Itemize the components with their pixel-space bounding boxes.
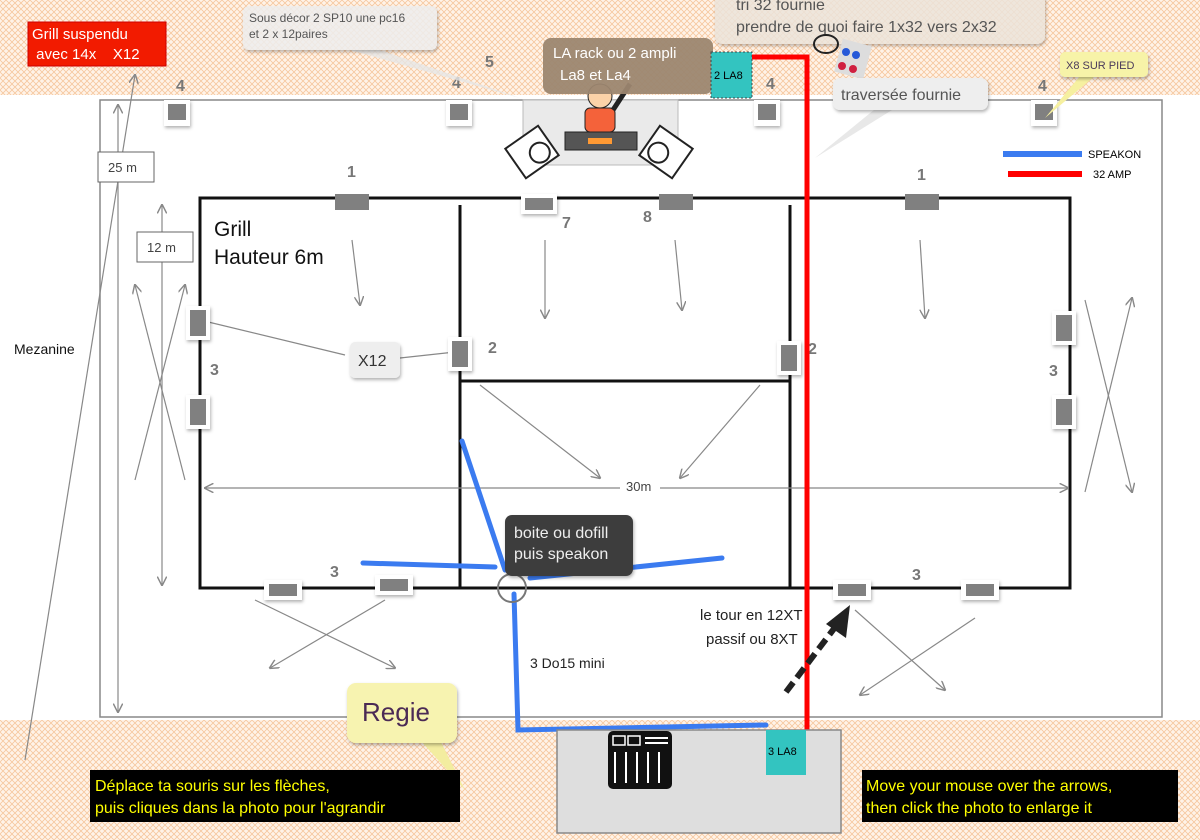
do15-label: 3 Do15 mini xyxy=(530,655,605,671)
grill-suspended-badge xyxy=(27,21,167,67)
dj-booth xyxy=(503,82,695,180)
speaker-2 xyxy=(777,341,801,375)
grill-suspended-line1: Grill suspendu xyxy=(32,26,128,43)
mezzanine-label: Mezanine xyxy=(14,341,75,357)
sous-decor-line1: Sous décor 2 SP10 une pc16 xyxy=(249,11,405,25)
amp-2-la8 xyxy=(710,51,753,99)
label-2: 2 xyxy=(488,340,497,357)
instructions-en-line2: then click the photo to enlarge it xyxy=(866,800,1092,817)
tour-line2: passif ou 8XT xyxy=(706,631,798,648)
legend-speakon: SPEAKON xyxy=(1088,149,1141,161)
label-3: 3 xyxy=(1049,363,1058,380)
traversee-label: traversée fournie xyxy=(841,87,961,104)
power-distribution-icon xyxy=(813,34,872,80)
speaker-1 xyxy=(905,194,939,210)
label-5: 5 xyxy=(485,54,494,71)
speaker-3 xyxy=(264,580,302,600)
grill-height: Hauteur 6m xyxy=(214,246,324,269)
speaker-3 xyxy=(186,395,210,429)
grill-frame xyxy=(198,196,1072,590)
legend: SPEAKON 32 AMP xyxy=(1003,149,1141,181)
speaker-8 xyxy=(659,194,693,210)
x12-label: X12 xyxy=(358,353,387,370)
instructions-en-line1: Move your mouse over the arrows, xyxy=(866,778,1112,795)
sous-decor-line2: et 2 x 12paires xyxy=(249,27,328,41)
label-3: 3 xyxy=(330,564,339,581)
regie-label: Regie xyxy=(362,697,430,727)
label-4: 4 xyxy=(452,75,461,92)
label-1: 1 xyxy=(917,167,926,184)
label-2: 2 xyxy=(808,341,817,358)
amp-3-la8-label: 3 LA8 xyxy=(768,746,797,758)
legend-32amp: 32 AMP xyxy=(1093,169,1132,181)
speaker-3 xyxy=(1052,311,1076,345)
coverage-arrows xyxy=(135,239,1132,695)
boite-line2: puis speakon xyxy=(514,546,608,563)
label-7: 7 xyxy=(562,215,571,232)
speaker-4 xyxy=(446,100,472,126)
label-3: 3 xyxy=(210,362,219,379)
speaker-1 xyxy=(335,194,369,210)
speaker-2 xyxy=(448,337,472,371)
speaker-3 xyxy=(186,306,210,340)
grill-title: Grill xyxy=(214,218,251,241)
instructions-fr-line2: puis cliques dans la photo pour l'agrand… xyxy=(95,800,386,817)
amp-2-la8-label: 2 LA8 xyxy=(714,70,743,82)
tri32-line1: tri 32 fournie xyxy=(736,0,825,14)
la-rack-line1: LA rack ou 2 ampli xyxy=(553,45,676,62)
speakers xyxy=(164,100,1076,600)
mixer-icon xyxy=(608,731,672,789)
speaker-7 xyxy=(521,194,557,214)
cable-32amp xyxy=(752,54,810,730)
dim-12m: 12 m xyxy=(147,240,176,255)
speaker-4 xyxy=(164,100,190,126)
speaker-4 xyxy=(1031,100,1057,126)
speaker-3 xyxy=(375,575,413,595)
label-4: 4 xyxy=(176,78,185,95)
dashed-arrow-head xyxy=(826,605,850,638)
dashed-arrow xyxy=(783,624,839,694)
dim-25m: 25 m xyxy=(108,160,137,175)
label-8: 8 xyxy=(643,209,652,226)
la-rack-line2: La8 et La4 xyxy=(560,67,631,84)
tri32-line2: prendre de quoi faire 1x32 vers 2x32 xyxy=(736,19,997,36)
label-4: 4 xyxy=(1038,78,1047,95)
room-outline xyxy=(99,99,1163,718)
tour-line1: le tour en 12XT xyxy=(700,607,803,624)
speaker-3 xyxy=(833,580,871,600)
grill-suspended-line2: avec 14x X12 xyxy=(32,46,140,63)
label-1: 1 xyxy=(347,164,356,181)
label-4: 4 xyxy=(766,76,775,93)
speaker-4 xyxy=(754,100,780,126)
speaker-3 xyxy=(1052,395,1076,429)
amp-3-la8 xyxy=(766,730,806,775)
speaker-3 xyxy=(961,580,999,600)
dim-30m: 30m xyxy=(626,479,651,494)
boite-line1: boite ou dofill xyxy=(514,525,608,542)
label-3: 3 xyxy=(912,567,921,584)
instructions-fr-line1: Déplace ta souris sur les flèches, xyxy=(95,778,330,795)
x8-sur-pied-label: X8 SUR PIED xyxy=(1066,60,1135,72)
